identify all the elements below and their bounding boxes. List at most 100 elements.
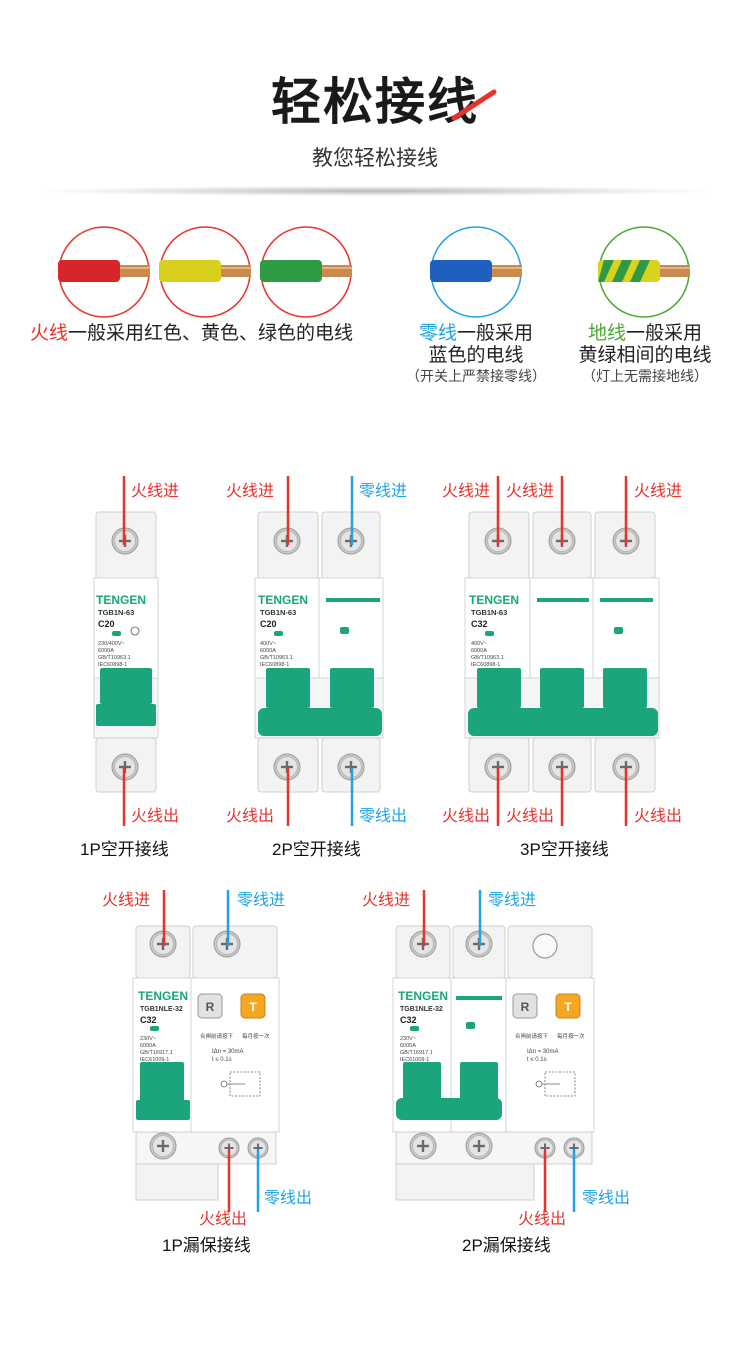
svg-text:IEC61009-1: IEC61009-1 bbox=[140, 1057, 169, 1063]
svg-text:火线进: 火线进 bbox=[226, 482, 274, 500]
svg-text:TGB1N-63: TGB1N-63 bbox=[471, 608, 507, 617]
red-wire-icon bbox=[58, 226, 150, 318]
svg-text:零线进: 零线进 bbox=[359, 482, 407, 500]
breaker-2p: TENGEN TGB1N-63 C20 400V~ 6000A GB/T1096… bbox=[226, 476, 407, 859]
svg-text:零线出: 零线出 bbox=[582, 1189, 630, 1207]
caption-rcd-1p: 1P漏保接线 bbox=[162, 1236, 251, 1255]
svg-text:T: T bbox=[249, 1000, 257, 1014]
svg-text:230/400V~: 230/400V~ bbox=[98, 641, 125, 647]
svg-text:火线出: 火线出 bbox=[226, 807, 274, 825]
svg-text:IEC60898-1: IEC60898-1 bbox=[260, 662, 289, 668]
svg-text:6000A: 6000A bbox=[400, 1043, 416, 1049]
caption-3p: 3P空开接线 bbox=[520, 840, 609, 859]
neutral-wire-note: （开关上严禁接零线） bbox=[406, 369, 546, 385]
svg-text:R: R bbox=[206, 1000, 215, 1014]
svg-text:GB/T10963.1: GB/T10963.1 bbox=[471, 655, 504, 661]
svg-text:TGB1N-63: TGB1N-63 bbox=[98, 608, 134, 617]
svg-text:火线进: 火线进 bbox=[362, 891, 410, 909]
svg-text:TGB1NLE-32: TGB1NLE-32 bbox=[140, 1006, 183, 1013]
live-in-label: 火线进 bbox=[131, 482, 179, 500]
svg-text:零线进: 零线进 bbox=[488, 891, 536, 909]
svg-text:IEC60898-1: IEC60898-1 bbox=[98, 662, 127, 668]
blue-wire-icon bbox=[430, 226, 522, 318]
svg-text:每月按一次: 每月按一次 bbox=[242, 1032, 270, 1040]
svg-text:6000A: 6000A bbox=[471, 648, 487, 654]
svg-text:C32: C32 bbox=[400, 1015, 417, 1025]
svg-text:TENGEN: TENGEN bbox=[138, 989, 188, 1003]
svg-text:合闸前请按下: 合闸前请按下 bbox=[515, 1032, 549, 1040]
svg-text:IEC61009-1: IEC61009-1 bbox=[400, 1057, 429, 1063]
rcd-1p: TENGEN TGB1NLE-32 C32 230V~ 6000A GB/T16… bbox=[102, 890, 312, 1255]
svg-text:火线出: 火线出 bbox=[199, 1210, 247, 1228]
svg-text:火线进: 火线进 bbox=[634, 482, 682, 500]
svg-text:火线出: 火线出 bbox=[634, 807, 682, 825]
live-wire-text: 一般采用红色、黄色、绿色的电线 bbox=[68, 322, 354, 344]
svg-text:C20: C20 bbox=[260, 619, 277, 629]
neutral-wire-text2: 蓝色的电线 bbox=[428, 344, 524, 366]
brand-logo: TENGEN bbox=[96, 593, 146, 607]
rcd-2p: TENGEN TGB1NLE-32 C32 230V~ 6000A GB/T16… bbox=[362, 890, 630, 1255]
neutral-wire-text1: 一般采用 bbox=[457, 322, 534, 344]
svg-text:C20: C20 bbox=[98, 619, 115, 629]
svg-text:GB/T10963.1: GB/T10963.1 bbox=[260, 655, 293, 661]
live-wire-word: 火线 bbox=[30, 322, 69, 344]
svg-text:GB/T16917.1: GB/T16917.1 bbox=[140, 1050, 173, 1056]
live-wire-description: 火线一般采用红色、黄色、绿色的电线 bbox=[30, 322, 353, 344]
earth-wire-note: （灯上无需接地线） bbox=[582, 369, 708, 385]
svg-text:IΔn = 30mA: IΔn = 30mA bbox=[212, 1049, 244, 1055]
svg-text:t ≤ 0.1s: t ≤ 0.1s bbox=[212, 1057, 232, 1063]
svg-text:TGB1N-63: TGB1N-63 bbox=[260, 608, 296, 617]
svg-text:零线出: 零线出 bbox=[264, 1189, 312, 1207]
earth-wire-text2: 黄绿相间的电线 bbox=[578, 344, 712, 366]
breaker-1p: TENGEN TGB1N-63 C20 230/400V~ 6000A GB/T… bbox=[80, 476, 179, 859]
earth-wire-text1: 一般采用 bbox=[626, 322, 703, 344]
earth-wire-word: 地线 bbox=[587, 322, 626, 344]
svg-text:C32: C32 bbox=[471, 619, 488, 629]
yellow-wire-icon bbox=[159, 226, 251, 318]
svg-text:IEC60898-1: IEC60898-1 bbox=[471, 662, 500, 668]
svg-text:T: T bbox=[564, 1000, 572, 1014]
caption-rcd-2p: 2P漏保接线 bbox=[462, 1236, 551, 1255]
divider bbox=[45, 186, 705, 196]
svg-text:6000A: 6000A bbox=[140, 1043, 156, 1049]
svg-text:火线出: 火线出 bbox=[442, 807, 490, 825]
svg-text:火线进: 火线进 bbox=[506, 482, 554, 500]
green-wire-icon bbox=[260, 226, 352, 318]
svg-text:TGB1NLE-32: TGB1NLE-32 bbox=[400, 1006, 443, 1013]
svg-text:C32: C32 bbox=[140, 1015, 157, 1025]
svg-text:火线进: 火线进 bbox=[102, 891, 150, 909]
svg-text:零线出: 零线出 bbox=[359, 807, 407, 825]
neutral-wire-word: 零线 bbox=[418, 322, 457, 344]
pen-stroke-icon bbox=[451, 89, 497, 121]
svg-text:每月按一次: 每月按一次 bbox=[557, 1032, 585, 1040]
svg-text:230V~: 230V~ bbox=[140, 1036, 156, 1042]
svg-text:6000A: 6000A bbox=[98, 648, 114, 654]
svg-text:零线进: 零线进 bbox=[237, 891, 285, 909]
live-out-label: 火线出 bbox=[131, 807, 179, 825]
svg-text:火线出: 火线出 bbox=[518, 1210, 566, 1228]
svg-text:GB/T16917.1: GB/T16917.1 bbox=[400, 1050, 433, 1056]
svg-text:IΔn = 30mA: IΔn = 30mA bbox=[527, 1049, 559, 1055]
svg-text:TENGEN: TENGEN bbox=[398, 989, 448, 1003]
svg-text:合闸前请按下: 合闸前请按下 bbox=[200, 1032, 234, 1040]
caption-1p: 1P空开接线 bbox=[80, 840, 169, 859]
yellow-green-wire-icon bbox=[598, 226, 690, 318]
svg-text:400V~: 400V~ bbox=[260, 641, 276, 647]
svg-text:6000A: 6000A bbox=[260, 648, 276, 654]
page-subtitle: 教您轻松接线 bbox=[312, 146, 438, 170]
page-title: 轻松接线 bbox=[271, 73, 479, 131]
caption-2p: 2P空开接线 bbox=[272, 840, 361, 859]
svg-text:230V~: 230V~ bbox=[400, 1036, 416, 1042]
wiring-diagrams: TENGEN TGB1N-63 C20 230/400V~ 6000A GB/T… bbox=[80, 476, 682, 1255]
svg-text:TENGEN: TENGEN bbox=[469, 593, 519, 607]
neutral-wire-description: 零线一般采用 蓝色的电线 bbox=[396, 322, 556, 366]
svg-text:t ≤ 0.1s: t ≤ 0.1s bbox=[527, 1057, 547, 1063]
breaker-3p: TENGEN TGB1N-63 C32 400V~ 6000A GB/T1096… bbox=[442, 476, 682, 859]
svg-text:火线进: 火线进 bbox=[442, 482, 490, 500]
earth-wire-description: 地线一般采用 黄绿相间的电线 bbox=[560, 322, 730, 366]
svg-text:火线出: 火线出 bbox=[506, 807, 554, 825]
svg-text:400V~: 400V~ bbox=[471, 641, 487, 647]
svg-text:GB/T10963.1: GB/T10963.1 bbox=[98, 655, 131, 661]
svg-text:TENGEN: TENGEN bbox=[258, 593, 308, 607]
svg-text:R: R bbox=[521, 1000, 530, 1014]
